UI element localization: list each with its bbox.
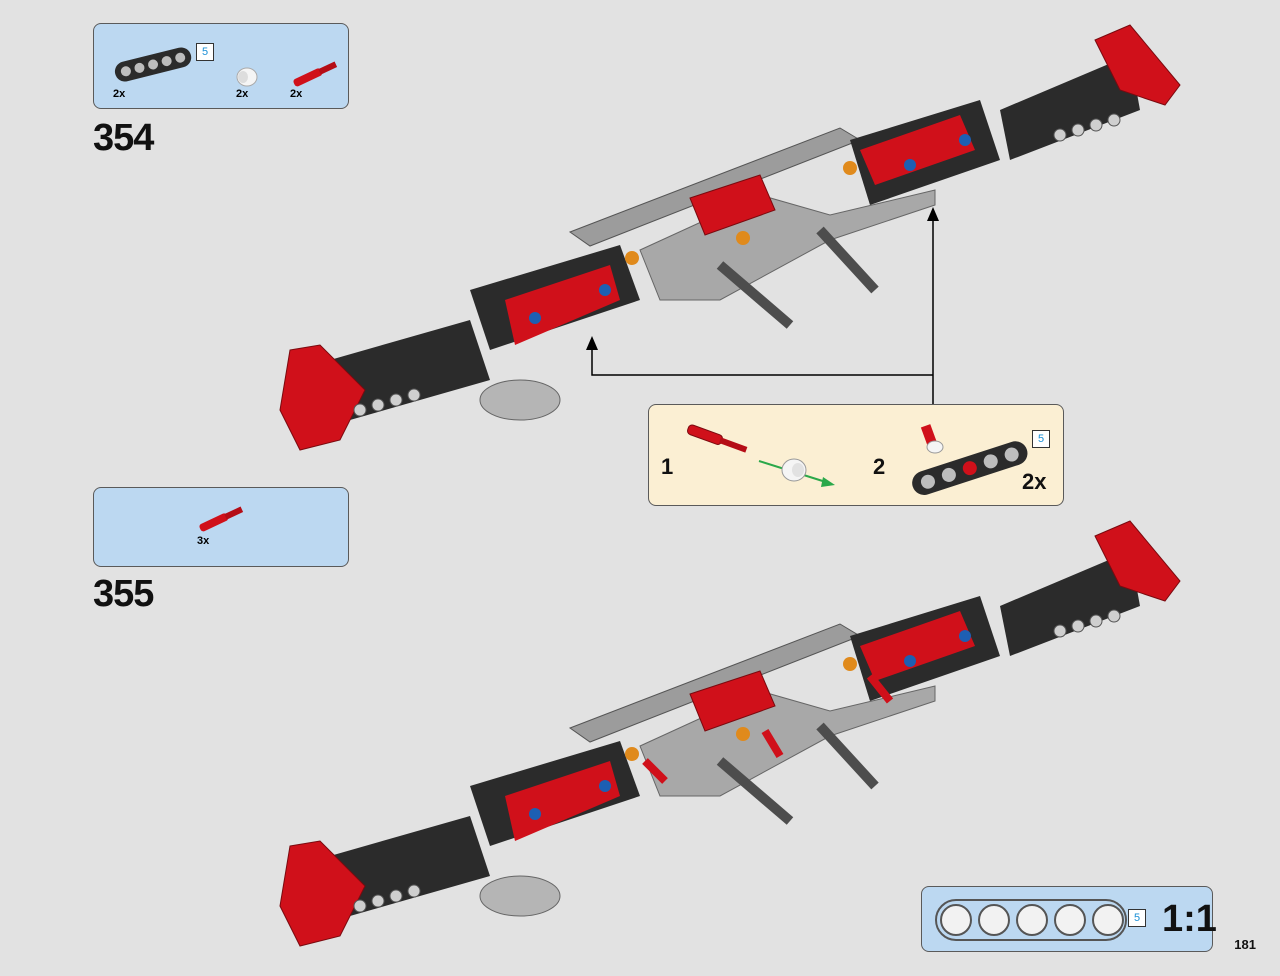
parts-list-step-354: 5 2x 2x 2x (93, 23, 349, 109)
scale-ruler-box: 5 1:1 (921, 886, 1217, 952)
length-tag: 5 (1128, 909, 1146, 927)
beam-scale-outline (935, 899, 1127, 941)
step-number: 355 (93, 573, 154, 615)
black-beam-part-image (114, 47, 192, 82)
substep-number: 2 (873, 454, 886, 479)
part-quantity: 2x (236, 88, 249, 100)
page-number: 181 (1234, 937, 1256, 952)
parts-list-step-355: 3x (93, 487, 349, 567)
step-number: 354 (93, 117, 154, 159)
length-tag: 5 (196, 43, 214, 61)
beam-with-pin-illustration (912, 424, 1028, 495)
substep-multiplier: 2x (1022, 469, 1047, 494)
white-bushing-part-image (236, 67, 258, 87)
scale-label: 1:1 (1162, 898, 1217, 940)
red-axle-pin-part-image (199, 506, 244, 532)
substep-callout: 1 2 5 2x (648, 404, 1064, 506)
part-quantity: 2x (290, 88, 303, 100)
assembly-illustration-step-355 (279, 520, 1181, 947)
assembly-illustration-step-354 (279, 24, 1181, 451)
pin-into-bushing-illustration (686, 424, 835, 487)
part-quantity: 3x (197, 535, 210, 547)
length-tag: 5 (1032, 430, 1050, 448)
part-quantity: 2x (113, 88, 126, 100)
substep-number: 1 (661, 454, 674, 479)
red-axle-pin-part-image (293, 61, 338, 87)
